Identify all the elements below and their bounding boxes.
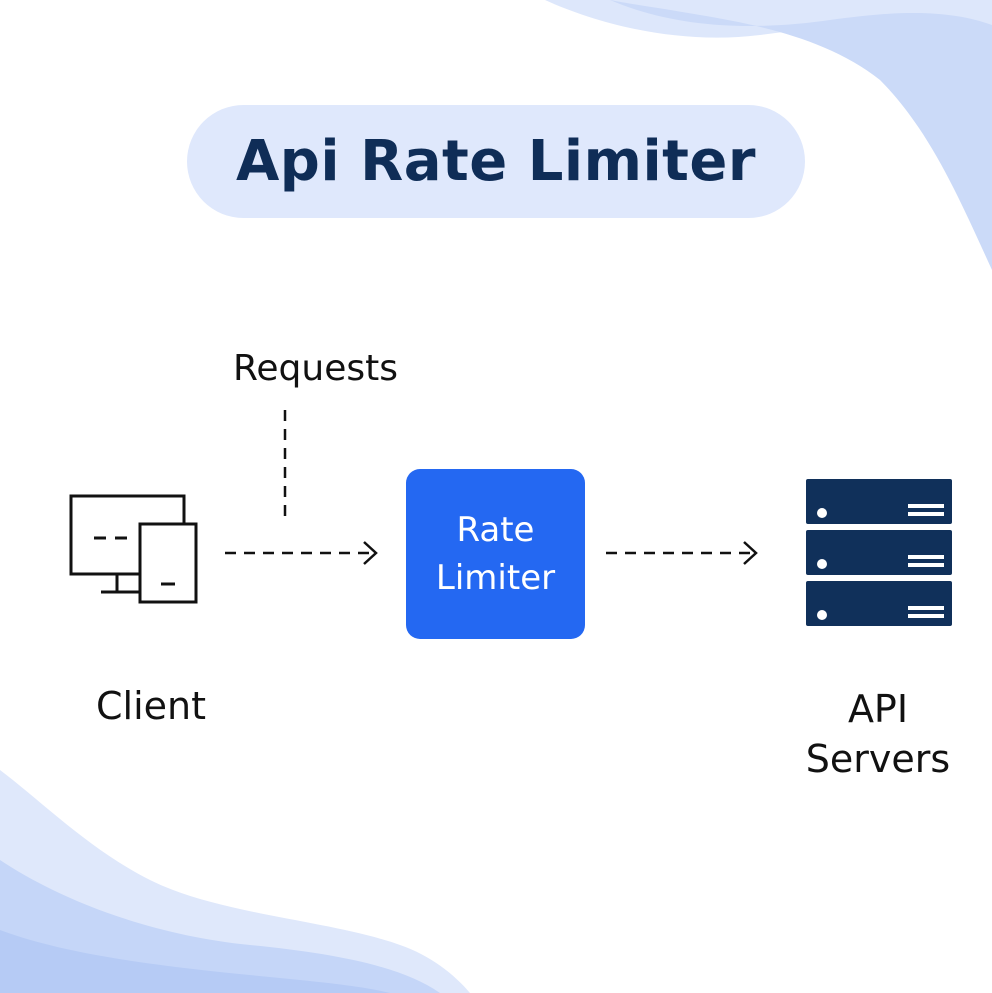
title-pill: Api Rate Limiter xyxy=(187,105,805,218)
requests-label: Requests xyxy=(233,348,398,389)
bottom-left-wave-dark xyxy=(0,930,390,993)
api-servers-label-line2: Servers xyxy=(805,737,951,781)
top-right-wave-band xyxy=(610,0,992,270)
api-servers-label-line1: API xyxy=(847,687,909,731)
rate-limiter-label-line2: Limiter xyxy=(435,558,556,598)
desktop-and-mobile-icon xyxy=(68,493,200,605)
diagram-title: Api Rate Limiter xyxy=(235,129,757,194)
client-label: Client xyxy=(96,684,207,728)
rate-limiter-box: Rate Limiter xyxy=(406,469,585,639)
server-rack-icon xyxy=(806,479,952,626)
rate-limiter-label-line1: Rate xyxy=(456,510,535,550)
api-servers-label: API Servers xyxy=(800,684,956,784)
